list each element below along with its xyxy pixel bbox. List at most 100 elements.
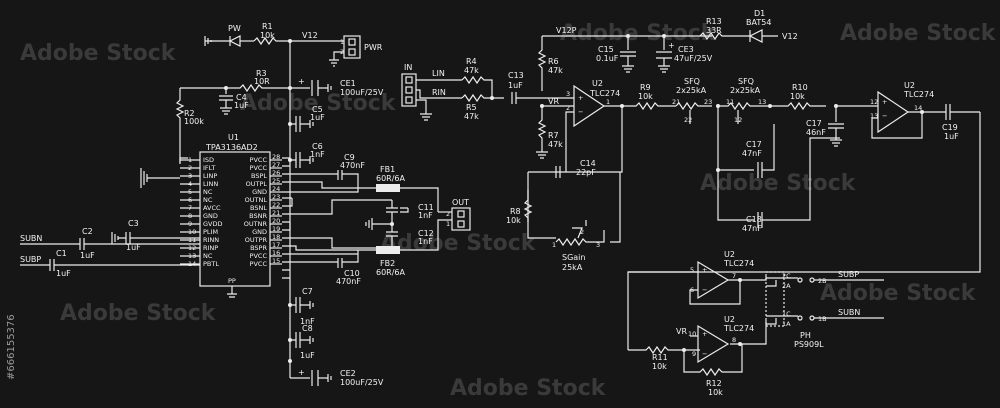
r10-label: R10 xyxy=(792,83,808,92)
lin-net: LIN xyxy=(432,69,445,78)
c7-value: 1nF xyxy=(300,317,315,326)
c5-value: 1uF xyxy=(310,113,325,122)
svg-text:2: 2 xyxy=(446,210,450,218)
c13-label: C13 xyxy=(508,71,524,80)
c8-value: 1uF xyxy=(300,351,315,360)
svg-text:+: + xyxy=(668,41,675,50)
r7-label: R7 xyxy=(548,131,559,140)
u1-pin-name: OUTNR xyxy=(244,220,268,228)
u1-pin-name: PVCC xyxy=(250,164,268,172)
svg-text:13: 13 xyxy=(758,98,766,106)
c3-value: 1uF xyxy=(126,243,141,252)
u1-pin-name: OUTNL xyxy=(245,196,268,204)
c10-value: 470nF xyxy=(336,277,361,286)
sub-input-network: SUBN SUBP C1 1uF C2 1uF C3 1uF xyxy=(20,219,200,278)
u1-pin-name: PVCC xyxy=(250,260,268,268)
u1-pin-name: NC xyxy=(203,196,213,204)
u1-pin-name: BSNR xyxy=(249,212,267,220)
u1-pin-number: 17 xyxy=(272,241,280,249)
c1-label: C1 xyxy=(56,249,67,258)
u2d-label: U2 xyxy=(724,315,735,324)
r3-value: 10R xyxy=(254,77,270,86)
rin-net: RIN xyxy=(432,88,446,97)
svg-text:1: 1 xyxy=(606,98,610,106)
c10-label: C10 xyxy=(344,269,360,278)
ce3-label: CE3 xyxy=(678,45,694,54)
svg-text:2A: 2A xyxy=(782,282,791,290)
c11-label: C11 xyxy=(418,203,434,212)
watermark-text: Adobe Stock xyxy=(700,171,857,196)
sfq-a-label: SFQ xyxy=(684,77,700,86)
svg-text:2C: 2C xyxy=(782,272,791,280)
r1-resistor xyxy=(253,36,296,46)
input-opamp-stage: IN LIN RIN R4 47k R5 47k C13 1uF V12P R6… xyxy=(401,9,798,272)
r10-value: 10k xyxy=(790,92,805,101)
c15-value: 0.1uF xyxy=(596,54,619,63)
fb2-value: 60R/6A xyxy=(376,268,406,277)
u1-pin-name: RINN xyxy=(203,236,219,244)
c19-label: C19 xyxy=(942,123,958,132)
c16-value: 46nF xyxy=(806,128,826,137)
r5-label: R5 xyxy=(466,103,477,112)
svg-text:+: + xyxy=(702,330,707,338)
u1-part: TPA3136AD2 xyxy=(205,143,258,152)
r12-label: R12 xyxy=(706,379,722,388)
svg-text:−: − xyxy=(702,286,707,294)
u1-pin-name: PVCC xyxy=(250,252,268,260)
u1-pin-name: PLIM xyxy=(203,228,218,236)
u1-left-pins: ISD1IFLT2LINP3LINN4NC5NC6AVCC7GND8GVDD9P… xyxy=(180,156,223,268)
c13-value: 1uF xyxy=(508,81,523,90)
u1-pin-number: 8 xyxy=(188,212,192,220)
u1-pin-number: 11 xyxy=(188,236,196,244)
c2-label: C2 xyxy=(82,227,93,236)
c6-value: 1nF xyxy=(310,150,325,159)
u1-pin-number: 20 xyxy=(272,217,280,225)
svg-text:+: + xyxy=(578,94,583,102)
svg-text:+: + xyxy=(702,266,707,274)
fb1-label: FB1 xyxy=(380,165,395,174)
u1-pin-number: 14 xyxy=(188,260,196,268)
r13-value: 33R xyxy=(706,26,722,35)
svg-text:12: 12 xyxy=(870,98,878,106)
in-connector xyxy=(401,73,417,107)
vr-net-2: VR xyxy=(676,327,687,336)
r7-value: 47k xyxy=(548,140,563,149)
d1-part: BAT54 xyxy=(746,18,771,27)
subp-net-right: SUBP xyxy=(838,270,859,279)
u2-opamp-b xyxy=(877,90,910,134)
c1-value: 1uF xyxy=(56,269,71,278)
svg-text:+: + xyxy=(298,77,305,86)
pw-label: PW xyxy=(228,24,241,33)
u1-pin-number: 7 xyxy=(188,204,192,212)
pwr-label: PWR xyxy=(364,43,383,52)
svg-text:+: + xyxy=(882,98,887,106)
sfq-a-value: 2x25kA xyxy=(676,86,707,95)
c17-value: 47nF xyxy=(742,149,762,158)
svg-text:+: + xyxy=(298,368,305,377)
c16-label: C17 xyxy=(806,119,822,128)
u1-pin-number: 16 xyxy=(272,249,280,257)
u1-pin-name: PBTL xyxy=(203,260,219,268)
ce1-label: CE1 xyxy=(340,79,356,88)
svg-text:12: 12 xyxy=(734,116,742,124)
svg-text:8: 8 xyxy=(732,336,736,344)
fb1-value: 60R/6A xyxy=(376,174,406,183)
u1-pin-name: GND xyxy=(252,228,267,236)
watermark-text: Adobe Stock xyxy=(820,281,977,306)
u1-pin-number: 15 xyxy=(272,257,280,265)
u1-pin-number: 4 xyxy=(188,180,192,188)
u1-pad: PP xyxy=(228,277,236,285)
u1-right-network: C9 470nF FB1 60R/6A C11 1nF C12 1nF FB2 … xyxy=(282,153,471,387)
u2b-label: U2 xyxy=(904,81,915,90)
ce2-value: 100uF/25V xyxy=(340,378,384,387)
c11-value: 1nF xyxy=(418,211,433,220)
u1-pin-number: 28 xyxy=(272,153,280,161)
c9-value: 470nF xyxy=(340,161,365,170)
c14-label: C14 xyxy=(580,159,596,168)
u1-pin-name: NC xyxy=(203,252,213,260)
u1-pin-number: 22 xyxy=(272,201,280,209)
svg-text:1A: 1A xyxy=(782,320,791,328)
r4-label: R4 xyxy=(466,57,477,66)
